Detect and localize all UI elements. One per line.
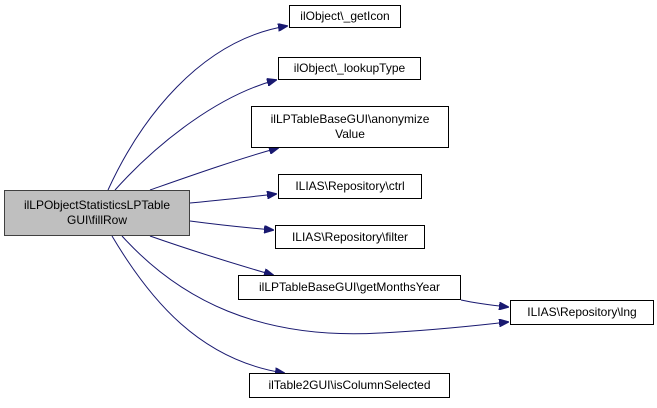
edge-fillRow-lng	[121, 235, 508, 335]
edge-getMonthsYear-lng	[460, 299, 508, 307]
node-anonymizeValue[interactable]: ilLPTableBaseGUI\anonymize Value	[251, 106, 449, 148]
edge-fillRow-getMonthsYear	[149, 235, 273, 275]
edge-fillRow-ctrl	[189, 194, 276, 204]
node-getIcon[interactable]: ilObject\_getIcon	[289, 5, 401, 28]
edge-fillRow-lookupType	[114, 80, 276, 191]
node-fillRow[interactable]: ilLPObjectStatisticsLPTable GUI\fillRow	[4, 190, 190, 236]
node-ctrl[interactable]: ILIAS\Repository\ctrl	[278, 174, 422, 199]
node-isColumnSelected[interactable]: ilTable2GUI\isColumnSelected	[249, 373, 450, 398]
edge-fillRow-getIcon	[107, 26, 287, 191]
node-filter[interactable]: ILIAS\Repository\filter	[275, 225, 425, 249]
edge-fillRow-filter	[189, 220, 273, 230]
edge-fillRow-anonymizeValue	[149, 148, 278, 191]
node-lookupType[interactable]: ilObject\_lookupType	[278, 57, 421, 80]
edge-fillRow-isColumnSelected	[111, 235, 284, 373]
node-lng[interactable]: ILIAS\Repository\lng	[510, 300, 654, 325]
node-getMonthsYear[interactable]: ilLPTableBaseGUI\getMonthsYear	[238, 275, 461, 300]
